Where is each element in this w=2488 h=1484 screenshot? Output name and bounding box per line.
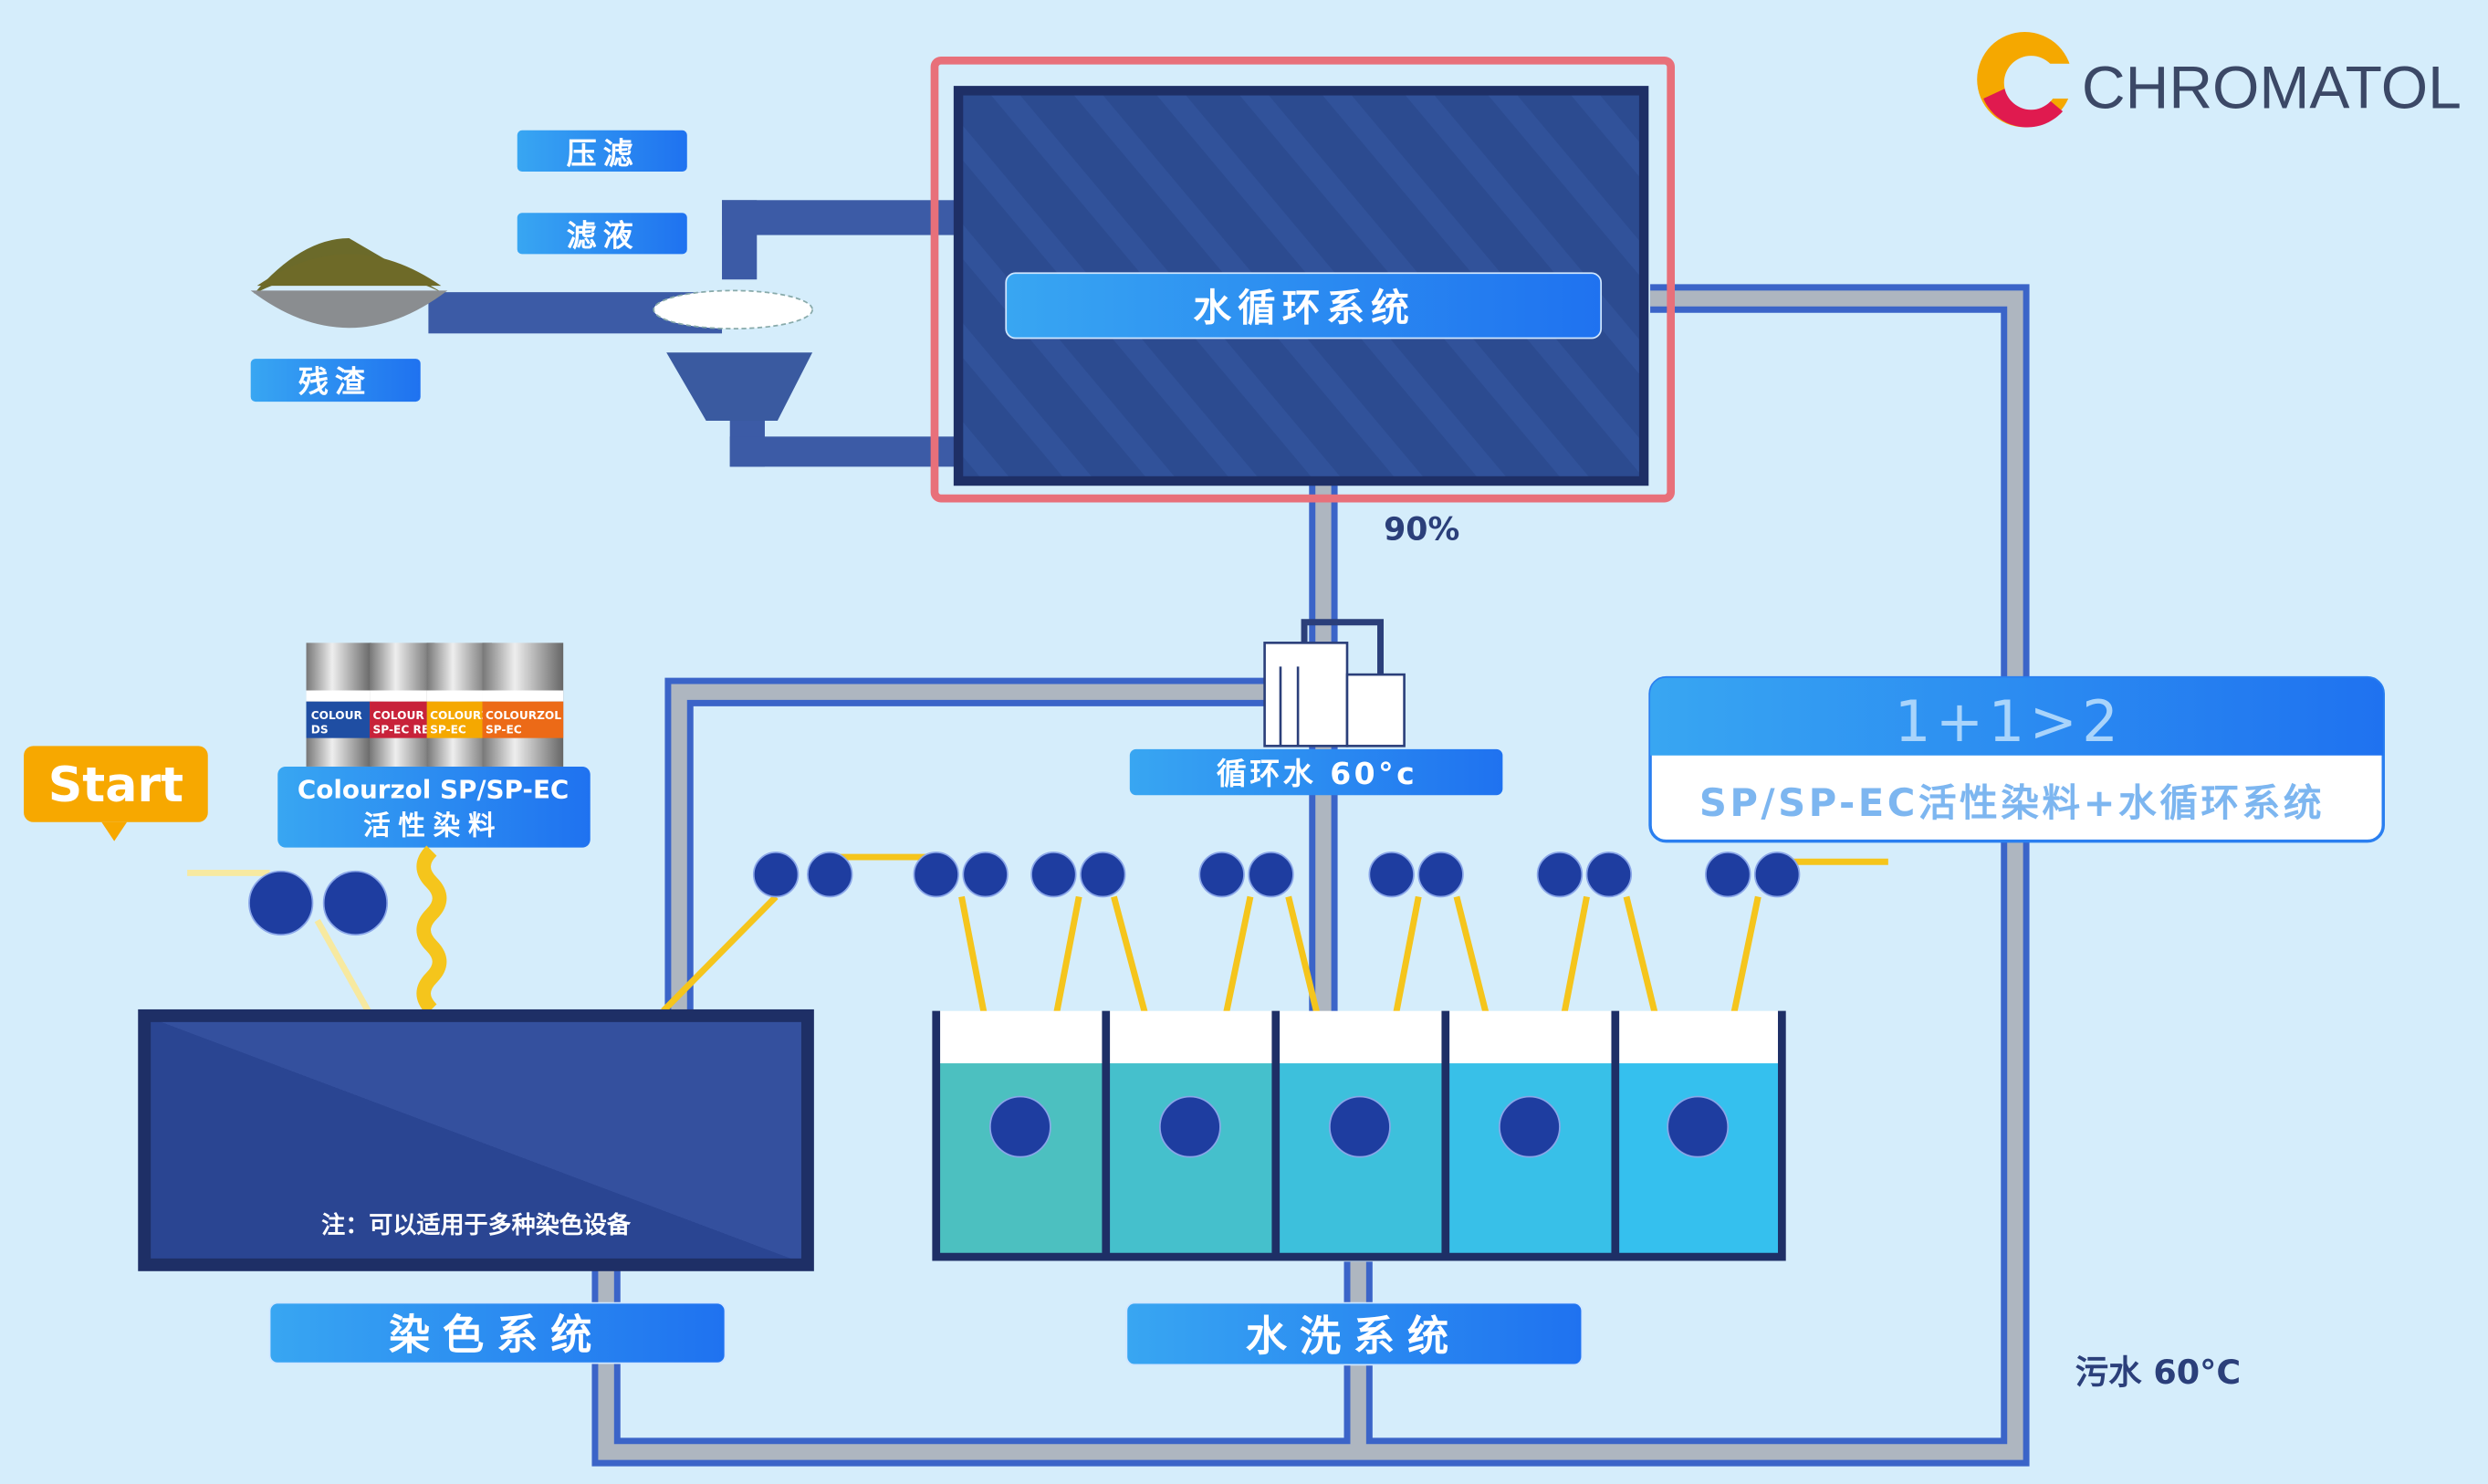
dye-can: COLOURZOL SP-EC — [482, 643, 564, 767]
circulating-water-label: 循环水 60°c — [1217, 756, 1417, 791]
recovery-rate: 90% — [1384, 511, 1459, 548]
roller-icon — [807, 851, 853, 898]
roller-icon — [1417, 851, 1464, 898]
highlight-frame — [930, 56, 1676, 503]
logo-text: CHROMATOL — [2082, 53, 2462, 120]
roller-icon — [962, 851, 1009, 898]
residue-bowl-icon — [250, 238, 448, 329]
fabric-path — [187, 845, 1888, 1113]
filtration-pipes — [428, 200, 960, 467]
dyeing-tank — [138, 1008, 814, 1271]
info-box: 1+1>2 SP/SP-EC活性染料+水循环系统 — [1648, 675, 2385, 843]
rollers — [248, 851, 1801, 936]
dye-can: COLOUR SP-EC RE — [370, 643, 435, 767]
water-cycle-label-bg — [1005, 272, 1603, 340]
washing-system-label-bg — [1125, 1301, 1584, 1366]
dye-product-label-bg — [277, 766, 591, 848]
roller-icon — [988, 1095, 1051, 1158]
info-subtitle: SP/SP-EC活性染料+水循环系统 — [1699, 780, 2325, 825]
roller-icon — [248, 870, 314, 936]
info-title: 1+1>2 — [1895, 688, 2123, 755]
dye-can-label: COLOUR — [373, 709, 425, 722]
roller-icon — [1368, 851, 1415, 898]
dye-can-label: COLOUR — [311, 709, 363, 722]
start-label: Start — [48, 758, 183, 813]
roller-icon — [1536, 851, 1584, 898]
roller-icon — [1329, 1095, 1391, 1158]
roller-icon — [1667, 1095, 1730, 1158]
roller-icon — [1080, 851, 1126, 898]
roller-icon — [1198, 851, 1245, 898]
residue-label: 残渣 — [298, 364, 371, 400]
dye-can-label: SP-EC — [430, 723, 466, 736]
chromatol-logo: CHROMATOL — [1977, 32, 2462, 128]
dye-product-name: Colourzol SP/SP-EC — [298, 775, 569, 805]
dye-can-label: SP-EC — [486, 723, 522, 736]
press-filter-label: 压滤 — [567, 135, 640, 171]
dye-can-label: COLOURZOL — [486, 709, 561, 722]
dye-can: COLOUR DS — [306, 643, 371, 767]
dyeing-system-label-bg — [268, 1301, 727, 1364]
roller-icon — [1030, 851, 1077, 898]
filter-labels: 压滤 滤液 残渣 — [250, 130, 687, 402]
funnel-icon — [666, 352, 813, 421]
waste-water-label: 污水 60°C — [2075, 1353, 2242, 1392]
roller-icon — [1248, 851, 1294, 898]
roller-icon — [322, 870, 389, 936]
dyeing-system-label: 染色系统 — [389, 1311, 604, 1359]
heat-exchanger-icon — [1263, 619, 1406, 747]
dye-can-label: COLOURZ — [430, 709, 489, 722]
filter-mesh-icon — [653, 289, 813, 329]
roller-icon — [1753, 851, 1801, 898]
roller-icon — [1499, 1095, 1561, 1158]
roller-icon — [913, 851, 959, 898]
filtrate-label: 滤液 — [567, 218, 640, 254]
dye-can-label: DS — [311, 723, 329, 736]
washing-system-label: 水洗系统 — [1246, 1312, 1461, 1361]
roller-icon — [1158, 1095, 1221, 1158]
roller-icon — [752, 851, 800, 898]
dye-cans: COLOUR DS COLOUR SP-EC RE COLOURZ SP-EC … — [306, 643, 564, 767]
dyeing-note: 注：可以适用于多种染色设备 — [321, 1211, 632, 1239]
wash-tanks — [932, 1010, 1786, 1261]
roller-icon — [1585, 851, 1633, 898]
circulation-pipes — [591, 284, 2030, 1467]
roller-icon — [1705, 851, 1751, 898]
start-badge: Start — [24, 746, 208, 841]
dye-product-type: 活性染料 — [363, 810, 503, 841]
water-cycle-system-label: 水循环系统 — [1193, 285, 1415, 329]
dye-can-label: SP-EC RE — [373, 723, 430, 736]
circulating-water-label-bg — [1129, 748, 1503, 796]
dye-can: COLOURZ SP-EC — [426, 643, 492, 767]
